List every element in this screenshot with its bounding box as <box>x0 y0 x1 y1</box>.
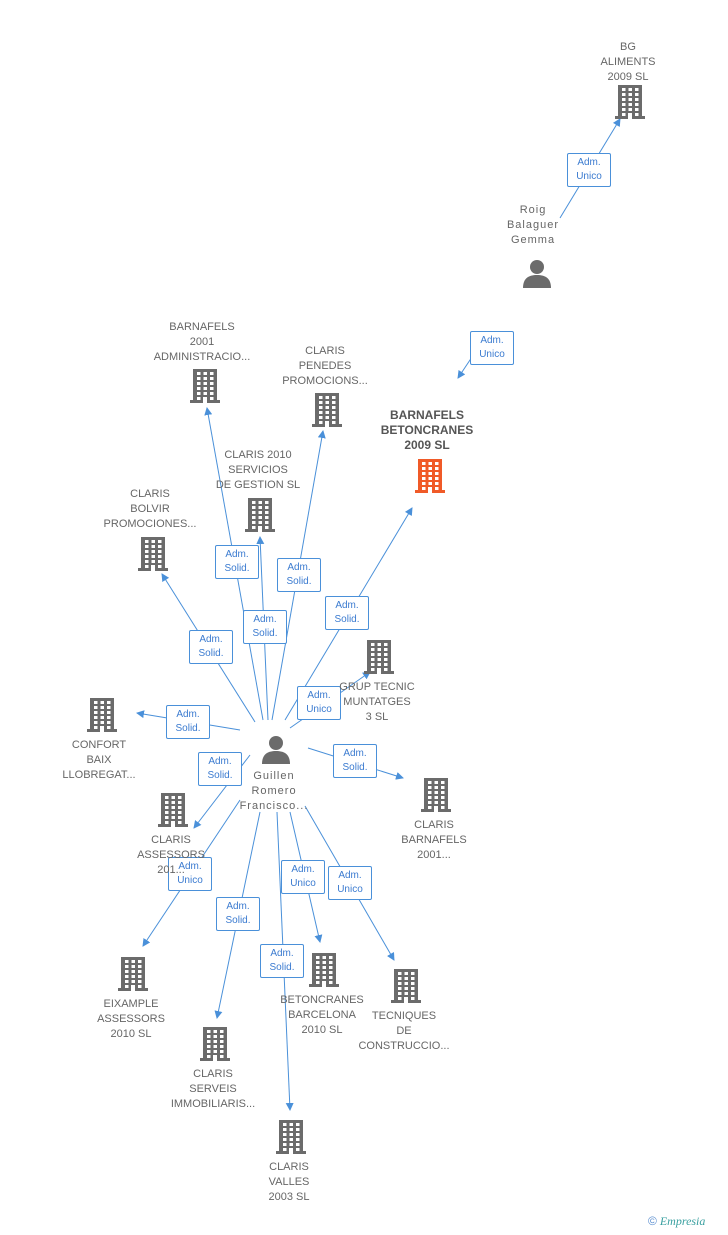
edge-label-roig-to-barnafels_betoncranes[interactable]: Adm. Unico <box>470 331 514 365</box>
node-label-claris_penedes[interactable]: CLARIS PENEDES PROMOCIONS... <box>282 345 368 387</box>
brand-name: Empresia <box>659 1214 706 1228</box>
edge-label-guillen-to-claris_penedes[interactable]: Adm. Solid. <box>277 558 321 592</box>
edge-label-guillen-to-claris_valles[interactable]: Adm. Solid. <box>260 944 304 978</box>
building-icon-claris_serveis[interactable] <box>200 1027 230 1066</box>
node-label-claris_barnafels_2001[interactable]: CLARIS BARNAFELS 2001... <box>401 819 467 861</box>
person-icon-guillen[interactable] <box>261 734 291 769</box>
building-icon-bg_aliments[interactable] <box>615 85 645 124</box>
building-icon-grup_tecnic[interactable] <box>364 640 394 679</box>
edge-label-roig-to-bg_aliments[interactable]: Adm. Unico <box>567 153 611 187</box>
node-label-eixample_assessors[interactable]: EIXAMPLE ASSESSORS 2010 SL <box>97 998 165 1040</box>
building-icon-tecniques_construccio[interactable] <box>391 969 421 1008</box>
edge-label-guillen-to-claris_barnafels_2001[interactable]: Adm. Solid. <box>333 744 377 778</box>
edge-label-guillen-to-grup_tecnic[interactable]: Adm. Unico <box>297 686 341 720</box>
node-label-claris_assessors[interactable]: CLARIS ASSESSORS 201... <box>137 834 205 876</box>
building-icon-claris_penedes[interactable] <box>312 393 342 432</box>
node-label-guillen[interactable]: Guillen Romero Francisco... <box>239 770 309 812</box>
edge-label-guillen-to-claris_assessors[interactable]: Adm. Solid. <box>198 752 242 786</box>
building-icon-confort_baix[interactable] <box>87 698 117 737</box>
building-icon-claris_assessors[interactable] <box>158 793 188 832</box>
node-label-bg_aliments[interactable]: BG ALIMENTS 2009 SL <box>600 41 656 83</box>
node-label-claris_valles[interactable]: CLARIS VALLES 2003 SL <box>268 1161 310 1203</box>
node-label-betoncranes_barcelona[interactable]: BETONCRANES BARCELONA 2010 SL <box>280 994 364 1036</box>
node-label-confort_baix[interactable]: CONFORT BAIX LLOBREGAT... <box>62 739 136 781</box>
edge-label-guillen-to-claris_bolvir[interactable]: Adm. Solid. <box>189 630 233 664</box>
building-icon-claris_bolvir[interactable] <box>138 537 168 576</box>
person-icon-roig[interactable] <box>522 258 552 293</box>
edge-label-guillen-to-barnafels_betoncranes[interactable]: Adm. Solid. <box>325 596 369 630</box>
edge-label-guillen-to-betoncranes_barcelona[interactable]: Adm. Unico <box>281 860 325 894</box>
building-icon-barnafels_2001_admin[interactable] <box>190 369 220 408</box>
building-icon-eixample_assessors[interactable] <box>118 957 148 996</box>
copyright-symbol: © <box>648 1214 657 1228</box>
node-label-tecniques_construccio[interactable]: TECNIQUES DE CONSTRUCCIO... <box>358 1010 450 1052</box>
edge-label-guillen-to-tecniques_construccio[interactable]: Adm. Unico <box>328 866 372 900</box>
node-label-claris_2010[interactable]: CLARIS 2010 SERVICIOS DE GESTION SL <box>215 449 301 491</box>
building-icon-claris_valles[interactable] <box>276 1120 306 1159</box>
node-label-claris_serveis[interactable]: CLARIS SERVEIS IMMOBILIARIS... <box>170 1068 256 1110</box>
edge-label-guillen-to-claris_2010[interactable]: Adm. Solid. <box>243 610 287 644</box>
node-label-roig[interactable]: Roig Balaguer Gemma <box>506 204 560 246</box>
building-icon-claris_2010[interactable] <box>245 498 275 537</box>
node-label-barnafels_betoncranes[interactable]: BARNAFELS BETONCRANES 2009 SL <box>380 408 474 452</box>
node-label-barnafels_2001_admin[interactable]: BARNAFELS 2001 ADMINISTRACIO... <box>153 321 251 363</box>
empresia-logo[interactable]: © Empresia <box>648 1214 705 1229</box>
node-label-claris_bolvir[interactable]: CLARIS BOLVIR PROMOCIONES... <box>103 488 197 530</box>
edge-label-guillen-to-claris_serveis[interactable]: Adm. Solid. <box>216 897 260 931</box>
building-icon-claris_barnafels_2001[interactable] <box>421 778 451 817</box>
node-label-grup_tecnic[interactable]: GRUP TECNIC MUNTATGES 3 SL <box>339 681 415 723</box>
building-icon-barnafels_betoncranes[interactable] <box>415 459 445 498</box>
edge-label-guillen-to-barnafels_2001_admin[interactable]: Adm. Solid. <box>215 545 259 579</box>
edge-label-guillen-to-confort_baix[interactable]: Adm. Solid. <box>166 705 210 739</box>
edge-label-guillen-to-eixample_assessors[interactable]: Adm. Unico <box>168 857 212 891</box>
building-icon-betoncranes_barcelona[interactable] <box>309 953 339 992</box>
